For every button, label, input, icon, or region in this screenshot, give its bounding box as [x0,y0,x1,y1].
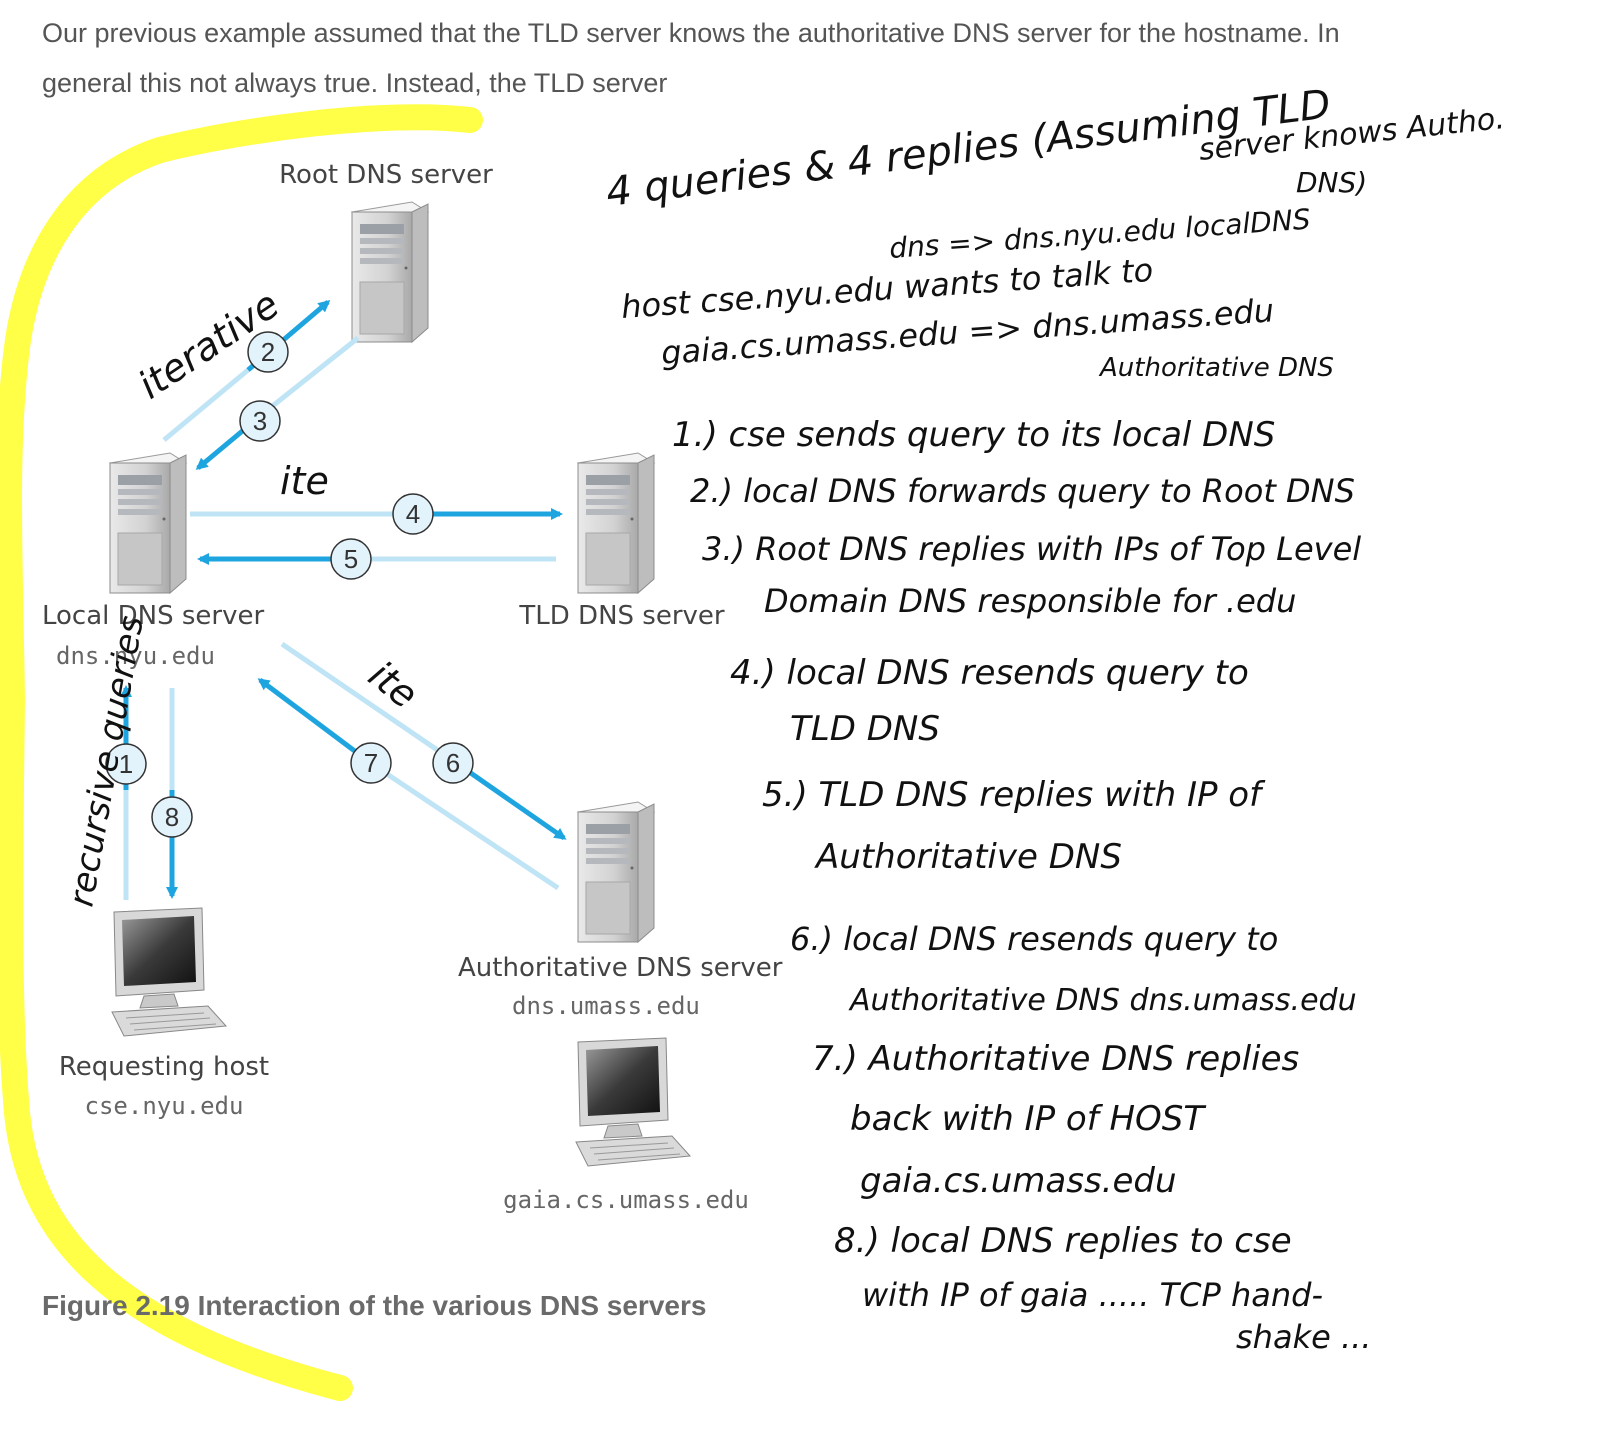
target-host-name: gaia.cs.umass.edu [503,1186,749,1214]
local-server-host: dns.nyu.edu [56,642,215,670]
annotation-header-line3: DNS) [1296,166,1367,199]
step-number: 7 [364,748,378,778]
note-line: Authoritative DNS dns.umass.edu [848,983,1357,1018]
note-line: 5.) TLD DNS replies with IP of [762,775,1266,815]
step-markers: 1 2 3 4 5 6 7 8 [105,331,474,838]
step-marker: 7 [350,742,392,784]
note-line: 8.) local DNS replies to cse [834,1221,1292,1261]
note-line: 7.) Authoritative DNS replies [812,1039,1299,1079]
step-marker: 4 [392,493,434,535]
annotation-notes: 1.) cse sends query to its local DNS 2.)… [672,415,1371,1356]
annotation-ite-auth: ite [360,652,426,717]
step-number: 4 [406,499,420,529]
root-server-label: Root DNS server [279,160,493,190]
step-number: 5 [344,544,358,574]
note-line: 1.) cse sends query to its local DNS [672,415,1275,455]
step-number: 1 [119,749,133,779]
tld-server-label: TLD DNS server [518,601,725,631]
local-server-label: Local DNS server [42,601,265,631]
annotation-authoritative-label: Authoritative DNS [1098,353,1334,383]
note-line: TLD DNS [790,709,940,749]
step-marker: 3 [239,400,281,442]
note-line: 4.) local DNS resends query to [730,653,1249,693]
step-marker: 5 [330,538,372,580]
requesting-host-label: Requesting host [59,1052,269,1082]
highlighter-stroke [0,104,483,1401]
note-line: 6.) local DNS resends query to [790,920,1278,958]
step-marker: 1 [105,743,147,785]
note-line: with IP of gaia ..... TCP hand- [862,1276,1323,1314]
note-line: gaia.cs.umass.edu [860,1161,1177,1201]
step-number: 3 [253,406,267,436]
step-number: 8 [165,802,179,832]
requesting-host-icon [111,907,227,1037]
step-marker: 6 [432,742,474,784]
note-line: 2.) local DNS forwards query to Root DNS [690,472,1355,510]
annotation-ite-tld: ite [280,459,329,503]
auth-server-icon [577,801,655,943]
step-marker: 8 [151,796,193,838]
note-line: Authoritative DNS [814,837,1122,877]
root-server-icon [351,201,429,343]
auth-server-host: dns.umass.edu [512,992,700,1020]
note-line: 3.) Root DNS replies with IPs of Top Lev… [702,530,1361,568]
note-line: shake ... [1236,1318,1371,1356]
auth-server-label: Authoritative DNS server [458,953,783,983]
note-line: back with IP of HOST [850,1099,1206,1139]
note-line: Domain DNS responsible for .edu [764,582,1296,620]
step-number: 6 [446,748,460,778]
local-server-icon [109,452,187,594]
step-number: 2 [261,337,275,367]
step-marker: 2 [247,331,289,373]
target-host-icon [575,1037,691,1167]
figure-caption: Figure 2.19 Interaction of the various D… [42,1290,707,1321]
requesting-host-name: cse.nyu.edu [85,1092,244,1120]
intro-paragraph: Our previous example assumed that the TL… [42,18,1340,98]
tld-server-icon [577,452,655,594]
